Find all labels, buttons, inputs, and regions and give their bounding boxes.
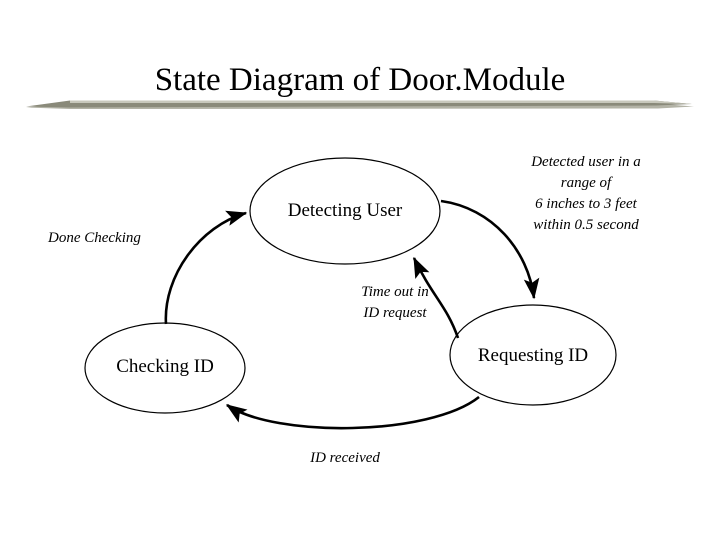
transition-label-detected-user-line-3: 6 inches to 3 feet [535,196,637,212]
transition-label-timeout-line-2: ID request [363,305,427,321]
state-label-checking-id: Checking ID [116,356,214,377]
transition-label-timeout: Time out in ID request [330,282,460,324]
transition-label-detected-user-line-1: Detected user in a [531,154,641,170]
transition-label-id-received: ID received [310,450,380,466]
page-title: State Diagram of Door.Module [154,62,566,98]
transition-arrow-id-received[interactable] [225,395,480,430]
transition-label-detected-user-line-4: within 0.5 second [533,217,639,233]
divider-highlight [70,100,692,104]
transition-arrow-detected-user[interactable] [440,199,540,300]
transition-arrow-done-checking[interactable] [164,210,248,325]
transition-label-detected-user: Detected user in a range of 6 inches to … [498,152,674,236]
title-divider [26,100,694,109]
state-label-detecting-user: Detecting User [287,200,403,221]
transition-label-detected-user-line-2: range of [560,175,612,191]
transition-label-timeout-line-1: Time out in [361,284,429,300]
state-ellipse-requesting-id[interactable] [449,304,617,406]
state-label-requesting-id: Requesting ID [477,345,589,366]
transition-arrow-timeout[interactable] [412,256,460,339]
transition-label-done-checking: Done Checking [48,230,141,246]
state-ellipse-detecting-user[interactable] [249,157,441,265]
